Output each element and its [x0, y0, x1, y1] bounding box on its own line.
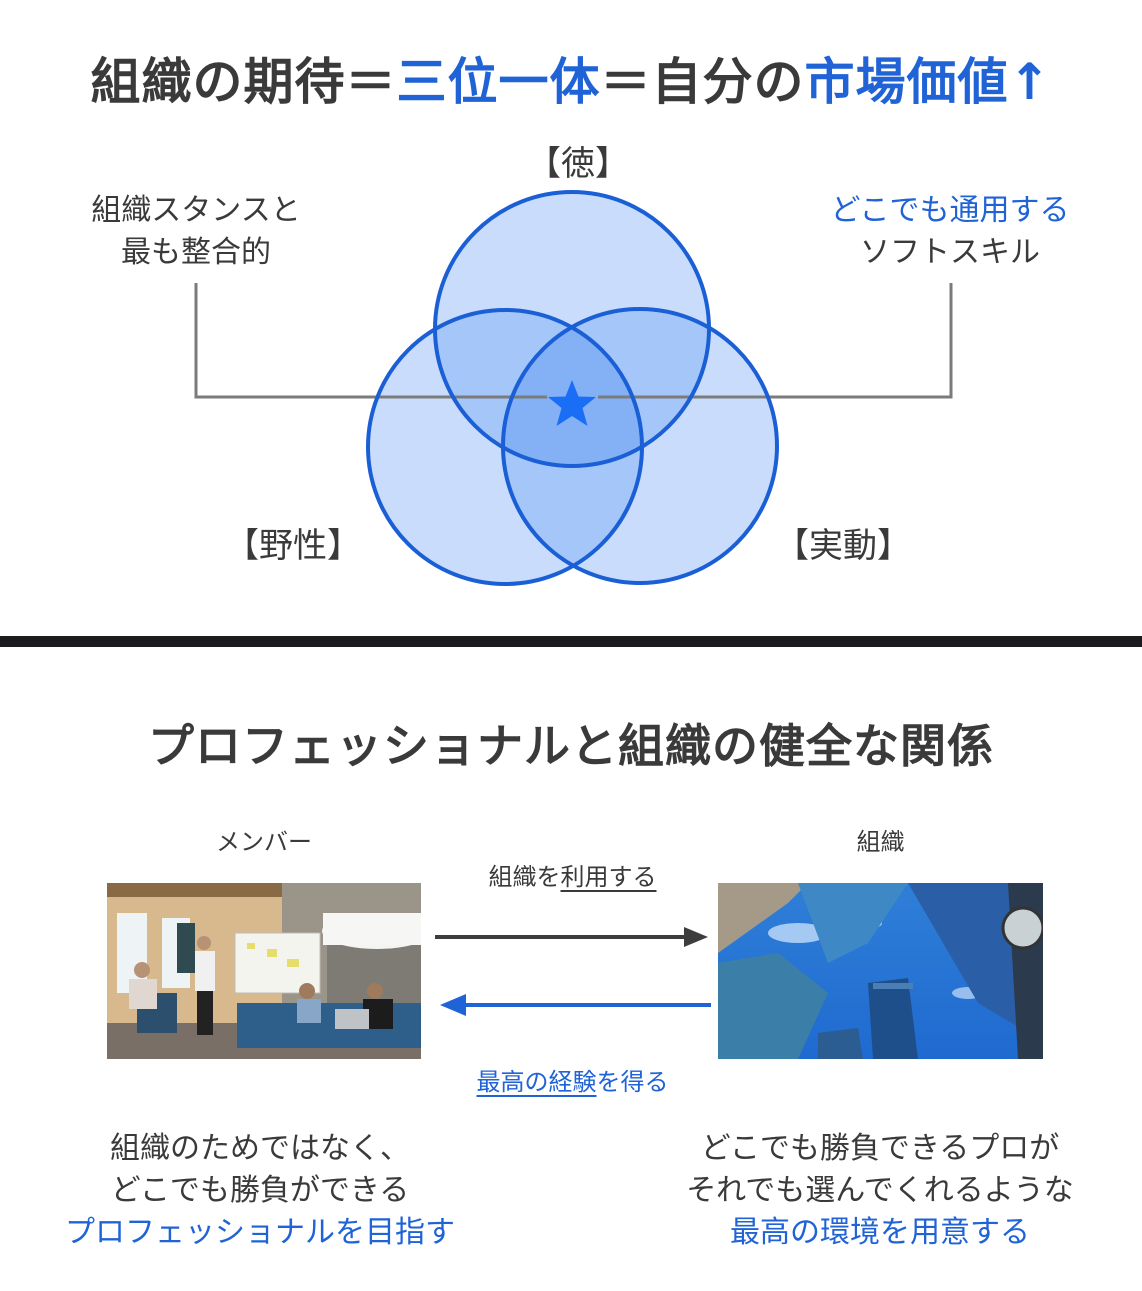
right-annotation-line-1: どこでも通用する — [830, 193, 1070, 228]
member-caption-line-1: 組織のためではなく、 — [110, 1131, 410, 1166]
title-part-3: ＝自分の — [600, 53, 805, 111]
section-divider — [0, 636, 1142, 647]
circle-jitsudo — [501, 307, 779, 585]
bottom-title: プロフェッショナルと組織の健全な関係 — [148, 719, 994, 773]
left-annotation: 組織スタンスと 最も整合的 — [66, 190, 326, 274]
member-caption-line-2: どこでも勝負ができる — [110, 1173, 410, 1208]
bracket-lines — [194, 283, 953, 399]
venn-diagram — [194, 190, 953, 586]
organization-label: 組織 — [856, 828, 905, 856]
organization-caption-line-2: それでも選んでくれるような — [686, 1173, 1074, 1208]
venn-label-top: 【徳】 — [527, 144, 629, 184]
title-part-4: 市場価値↑ — [804, 53, 1052, 111]
venn-label-left: 【野性】 — [225, 526, 361, 566]
member-label: メンバー — [216, 828, 312, 856]
member-caption: 組織のためではなく、 どこでも勝負ができる プロフェッショナルを目指す — [20, 1128, 500, 1254]
organization-caption-line-3: 最高の環境を用意する — [730, 1215, 1030, 1250]
organization-caption: どこでも勝負できるプロが それでも選んでくれるような 最高の環境を用意する — [640, 1128, 1120, 1254]
star-icon — [548, 380, 596, 426]
title-part-2: 三位一体 — [396, 53, 601, 111]
left-annotation-line-2: 最も整合的 — [121, 235, 271, 270]
arrow-right-label-underlined: 利用する — [560, 863, 657, 891]
arrow-right-label-plain: 組織を — [488, 863, 561, 891]
arrow-left-label-underlined: 最高の経験 — [476, 1068, 597, 1096]
arrow-left-label: 最高の経験を得る — [430, 1062, 715, 1097]
circle-yasei — [366, 308, 644, 586]
arrow-left-icon — [440, 994, 711, 1016]
title-part-1: 組織の期待＝ — [90, 53, 397, 111]
venn-label-right: 【実動】 — [775, 526, 911, 566]
organization-caption-line-1: どこでも勝負できるプロが — [700, 1131, 1060, 1166]
arrow-left-label-plain: を得る — [596, 1068, 669, 1096]
circle-outlines — [366, 190, 779, 586]
right-annotation: どこでも通用する ソフトスキル — [800, 190, 1100, 274]
right-annotation-line-2: ソフトスキル — [860, 235, 1040, 270]
member-caption-line-3: プロフェッショナルを目指す — [65, 1215, 455, 1250]
exchange-arrows — [435, 927, 711, 1016]
arrow-right-icon — [435, 927, 708, 947]
skyscrapers-photo — [718, 883, 1043, 1059]
team-meeting-photo — [107, 883, 421, 1059]
arrow-right-label: 組織を利用する — [430, 857, 715, 892]
left-annotation-line-1: 組織スタンスと — [91, 193, 301, 228]
top-title: 組織の期待＝三位一体＝自分の市場価値↑ — [0, 42, 1142, 114]
